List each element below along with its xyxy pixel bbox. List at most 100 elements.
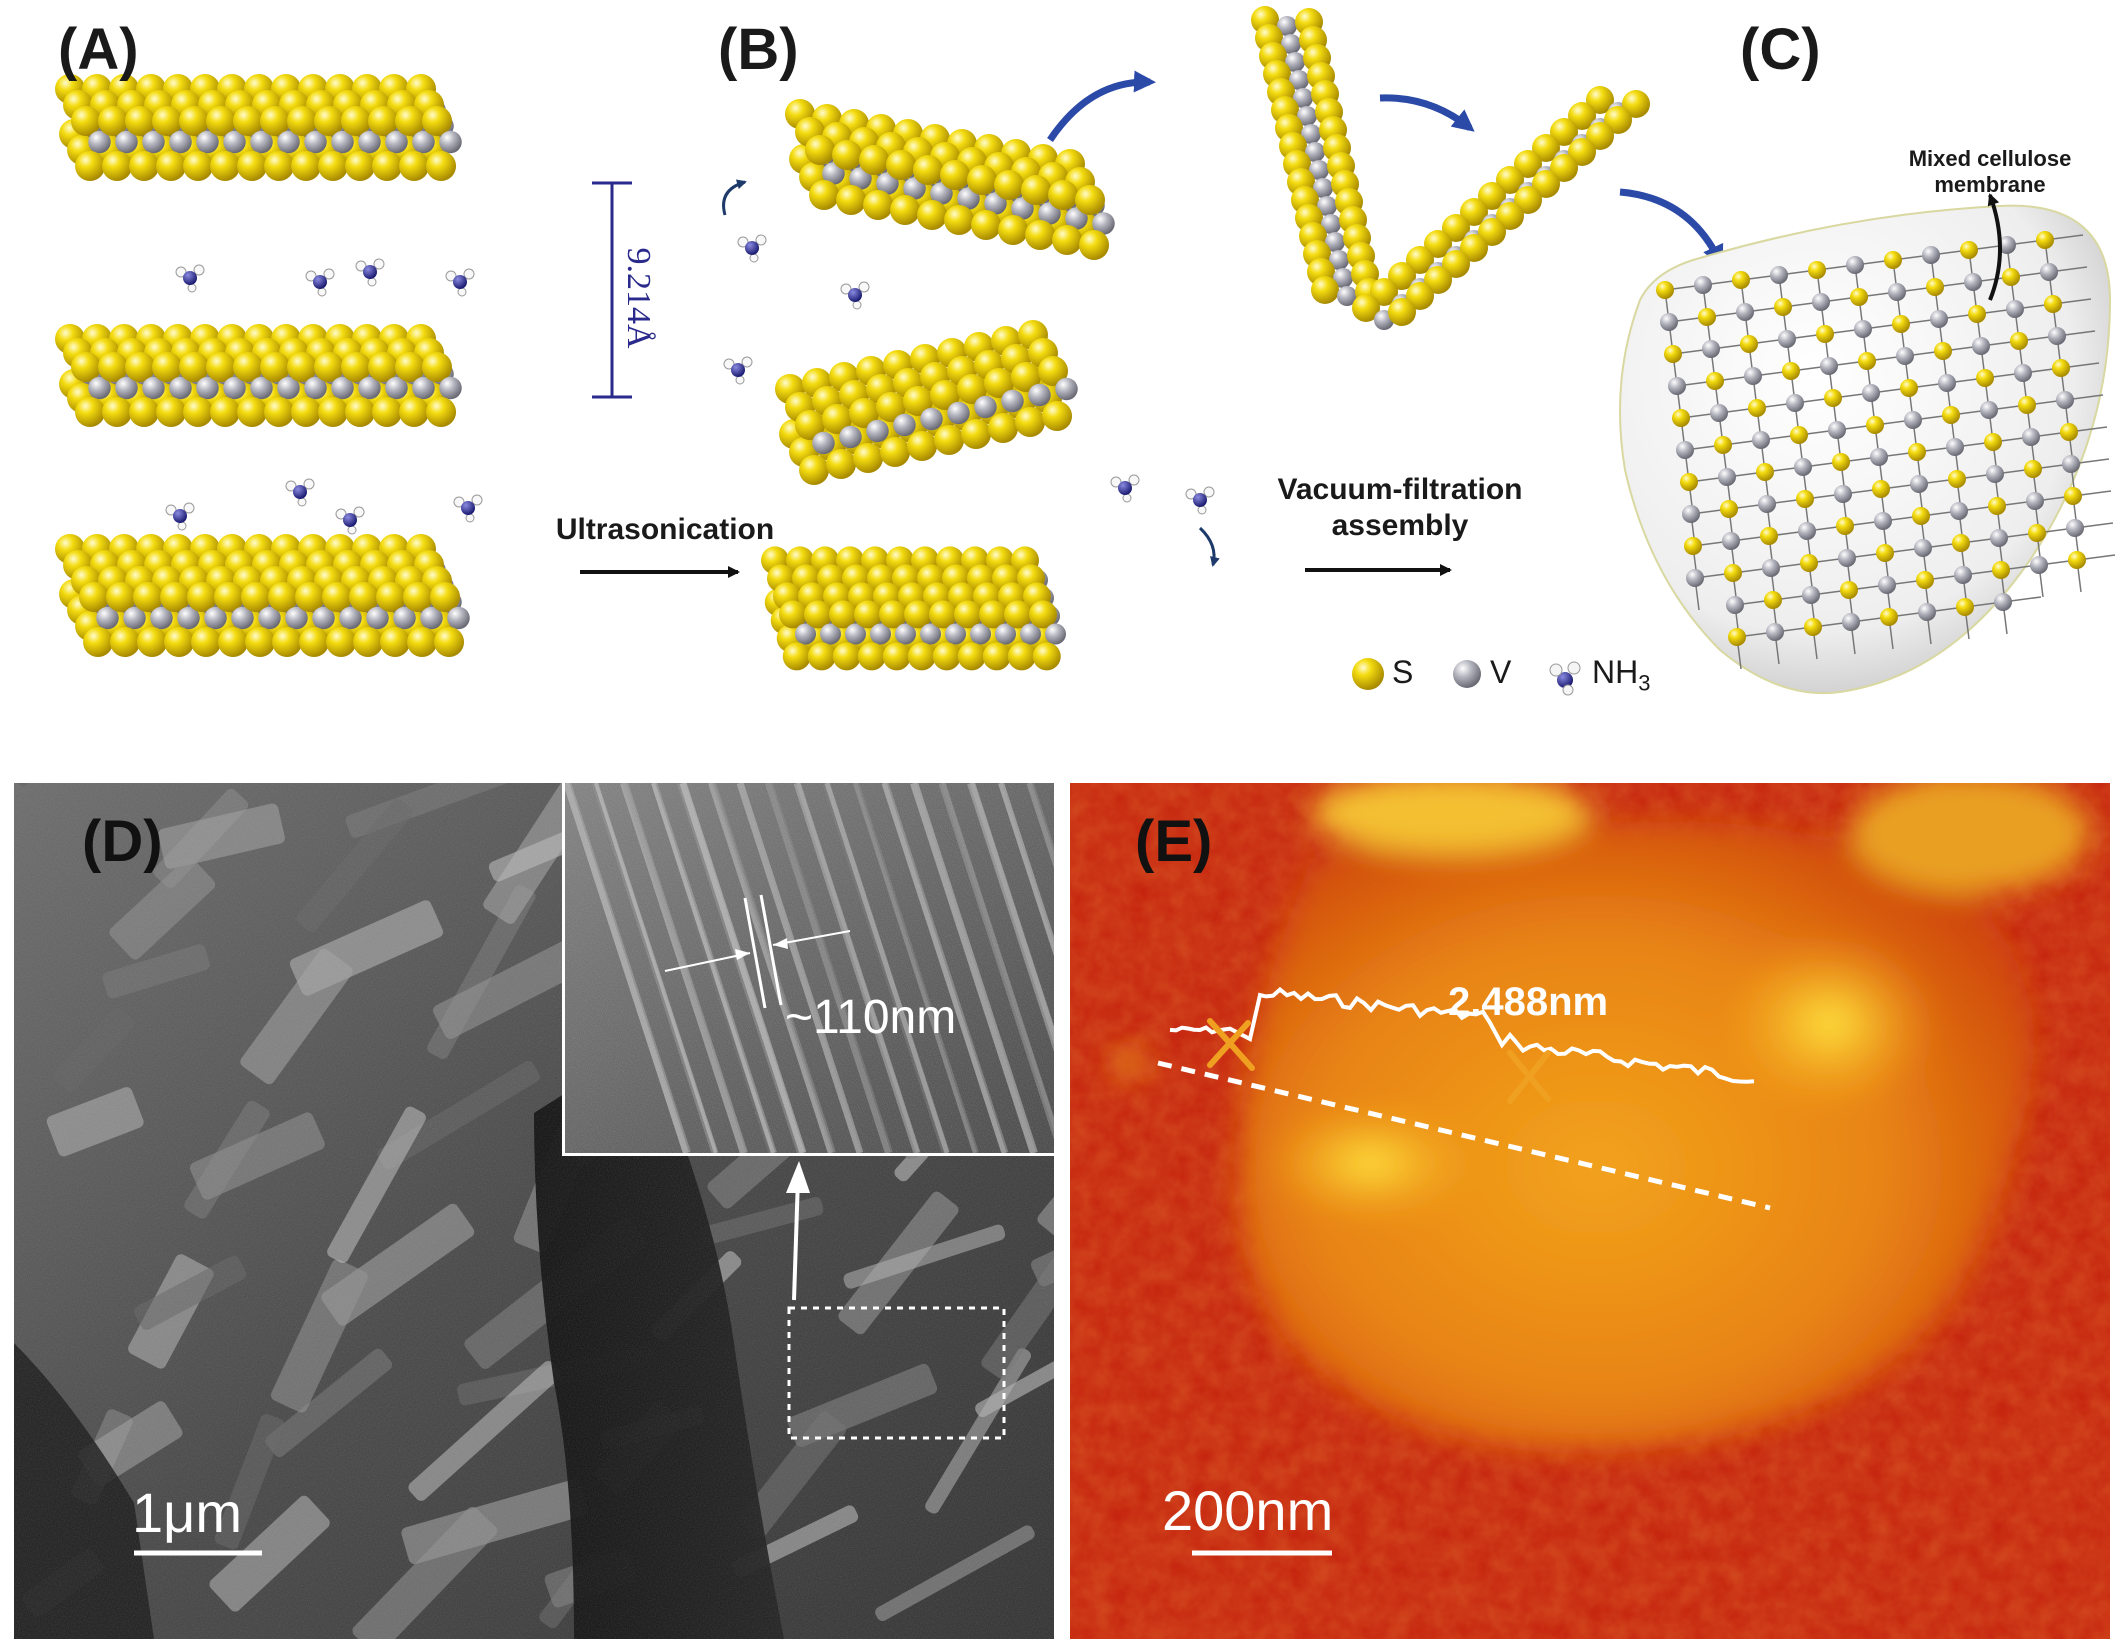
vanadium-atom (903, 177, 926, 200)
nh3-molecule (1110, 474, 1140, 503)
sulfur-atom (1720, 500, 1738, 518)
sulfur-atom (988, 413, 1019, 443)
sulfur-atom (1760, 527, 1778, 545)
sulfur-atom (1442, 214, 1470, 242)
vanadium-atom (1317, 196, 1337, 216)
sulfur-atom (1007, 642, 1036, 671)
vanadium-atom (277, 376, 300, 400)
interlayer-spacing-label-wrap: 9.214Å (578, 228, 698, 368)
vanadium-atom (795, 623, 816, 645)
vanadium-atom (1305, 142, 1325, 162)
sulfur-atom (1586, 122, 1614, 150)
vanadium-atom (822, 162, 845, 185)
sulfur-atom (241, 582, 271, 612)
sulfur-atom (857, 642, 886, 671)
vanadium-atom (1918, 603, 1936, 621)
sulfur-atom (2044, 295, 2062, 313)
sulfur-atom (1824, 389, 1842, 407)
sulfur-atom (98, 352, 128, 382)
sulfur-atom (853, 443, 884, 473)
vanadium-atom (895, 623, 916, 645)
afm-image-panel (1070, 783, 2110, 1639)
sulfur-atom (129, 397, 160, 427)
vanadium-atom (1028, 383, 1051, 407)
sulfur-atom (214, 582, 244, 612)
sulfur-atom (903, 386, 933, 416)
vanadium-atom (250, 376, 273, 400)
vanadium-atom (1888, 283, 1906, 301)
vanadium-atom (169, 376, 192, 400)
vanadium-atom (258, 606, 281, 630)
sulfur-atom (183, 397, 214, 427)
schematic-canvas (55, 6, 2116, 696)
sulfur-atom (245, 627, 276, 657)
vanadium-atom (1092, 212, 1115, 235)
sulfur-atom (1796, 490, 1814, 508)
panel-label-d: (D) (82, 809, 163, 874)
vanadium-atom (1946, 438, 1964, 456)
nitrogen-atom (848, 288, 862, 302)
sulfur-atom (210, 151, 241, 181)
sulfur-atom (1884, 251, 1902, 269)
release-arrow-1 (722, 179, 747, 216)
vanadium-atom (2022, 428, 2040, 446)
vanadium-atom (1770, 266, 1788, 284)
sulfur-atom (1876, 544, 1894, 562)
sulfur-atom (2036, 231, 2054, 249)
nitrogen-atom (1118, 481, 1132, 495)
vanadium-atom (1289, 70, 1309, 90)
vanadium-atom (304, 376, 327, 400)
sulfur-atom (218, 627, 249, 657)
vanadium-atom (1820, 357, 1838, 375)
sulfur-atom (1025, 220, 1056, 250)
vanadium-atom (1778, 330, 1796, 348)
sulfur-atom (102, 151, 133, 181)
vanadium-atom (1744, 367, 1762, 385)
vanadium-atom (358, 376, 381, 400)
sulfur-atom (822, 404, 852, 434)
sulfur-atom (832, 642, 861, 671)
vanadium-atom (231, 606, 254, 630)
sulfur-atom (187, 582, 217, 612)
sulfur-atom (1804, 618, 1822, 636)
sulfur-atom (882, 642, 911, 671)
vanadium-atom (1998, 236, 2016, 254)
sulfur-atom (795, 410, 825, 440)
vanadium-atom (1038, 202, 1061, 225)
sulfur-atom (1808, 261, 1826, 279)
vanadium-atom (945, 623, 966, 645)
nitrogen-atom (453, 275, 467, 289)
vanadium-atom (1301, 124, 1321, 144)
vanadium-atom (1020, 623, 1041, 645)
sulfur-atom (1352, 294, 1380, 322)
vanadium-atom (1752, 431, 1770, 449)
vanadium-atom (920, 623, 941, 645)
nh3-molecule (737, 234, 767, 263)
sulfur-atom (403, 582, 433, 612)
sulfur-atom (295, 582, 325, 612)
nh3-molecules-a (165, 258, 483, 535)
vanadium-atom (1828, 421, 1846, 439)
release-arrow-2 (1198, 526, 1220, 567)
sulfur-atom (322, 582, 352, 612)
nitrogen-atom (343, 513, 357, 527)
vanadium-atom (123, 606, 146, 630)
sulfur-atom (849, 398, 879, 428)
sulfur-atom (179, 352, 209, 382)
legend-nh3-subscript: 3 (1638, 670, 1651, 696)
vanadium-atom (845, 623, 866, 645)
sulfur-atom (1866, 416, 1884, 434)
nh3-molecule (335, 506, 365, 535)
sulfur-atom (1586, 86, 1614, 114)
sulfur-atom (2060, 423, 2078, 441)
vanadium-atom (1055, 377, 1078, 401)
vanadium-atom (893, 413, 916, 437)
vanadium-atom (1870, 448, 1888, 466)
sulfur-atom (426, 397, 457, 427)
sulfur-atom (907, 431, 938, 461)
sulfur-atom (1004, 600, 1032, 629)
sulfur-atom (807, 642, 836, 671)
vanadium-atom (177, 606, 200, 630)
sulfur-atom (890, 195, 921, 225)
sulfur-atom (2018, 396, 2036, 414)
